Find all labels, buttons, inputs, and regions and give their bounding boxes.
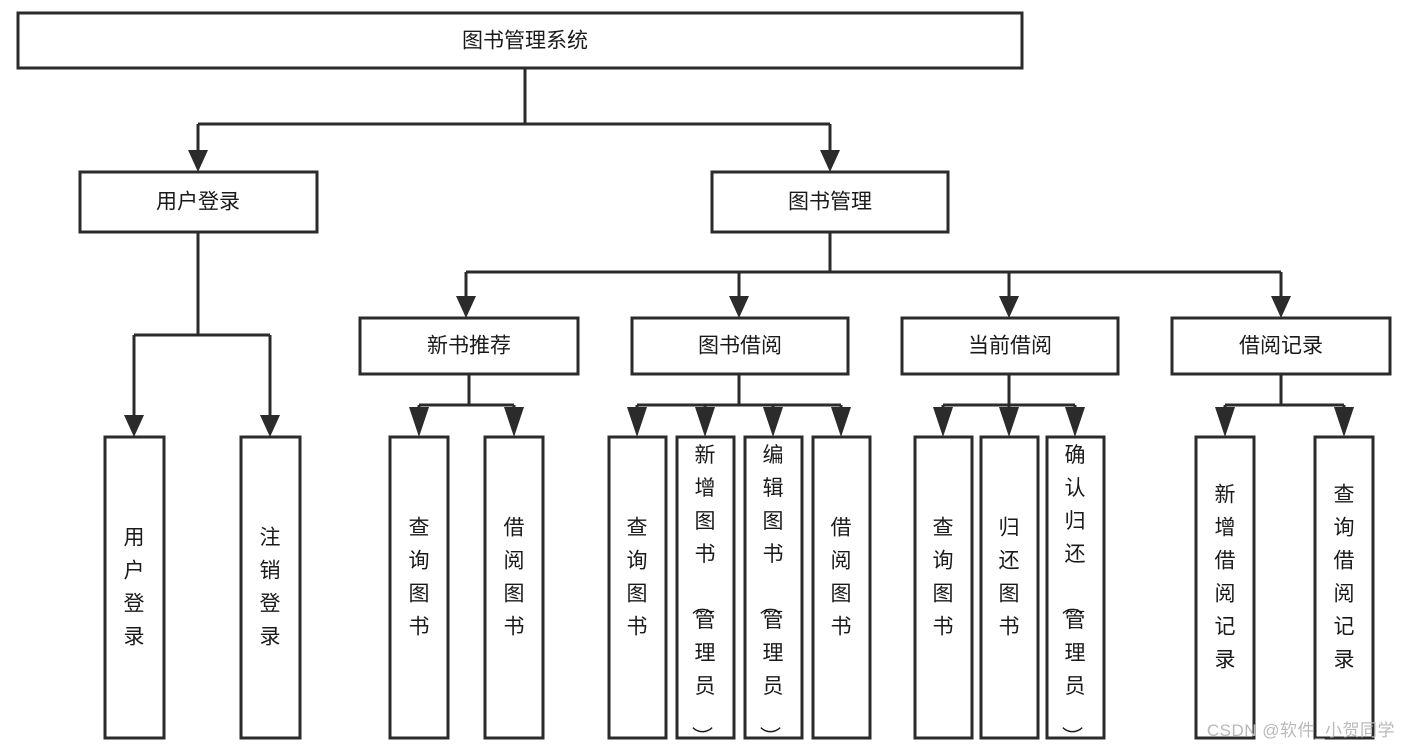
leaf-new-book-borrow-box[interactable]: [483, 435, 545, 740]
arrow-head-user-login-leaf-1: [260, 415, 280, 437]
node-book-manage-label: 图书管理: [788, 191, 872, 214]
arrow-head-borrow-records: [1271, 296, 1291, 318]
arrow-head-user-login: [188, 150, 208, 172]
leaf-node[interactable]: 借阅图书: [811, 435, 872, 740]
node-book-manage[interactable]: 图书管理: [710, 170, 950, 234]
leaf-records-query-label: 查询借阅记录: [1334, 484, 1355, 672]
node-user-login-label: 用户登录: [156, 191, 240, 214]
leaf-logout-label: 注销登录: [260, 527, 281, 649]
node-book-borrow[interactable]: 图书借阅: [630, 316, 850, 376]
arrow-head-user-login-leaf-0: [124, 415, 144, 437]
arrow-head-book-manage: [820, 150, 840, 172]
leaf-current-confirm-return-box[interactable]: [1045, 435, 1106, 740]
leaf-new-book-query-box[interactable]: [388, 435, 450, 740]
arrow-head-current-borrow-leaf-2: [1065, 407, 1085, 437]
node-new-book-recommend-box[interactable]: [358, 316, 580, 376]
leaf-borrow-query-box[interactable]: [607, 435, 668, 740]
connector-group-book-manage: [456, 232, 1291, 318]
leaf-new-book-borrow-label: 借阅图书: [504, 517, 525, 639]
arrow-head-new-book-leaf-1: [504, 407, 524, 437]
leaf-node[interactable]: 归还图书: [979, 435, 1040, 740]
node-root-box[interactable]: [16, 11, 1024, 70]
arrow-head-borrow-records-leaf-1: [1334, 407, 1354, 437]
leaf-current-query-label: 查询图书: [933, 517, 954, 639]
connector-group-borrow-records: [1215, 374, 1354, 437]
leaf-logout-box[interactable]: [239, 435, 302, 740]
arrow-head-new-book-recommend: [456, 296, 476, 318]
leaf-borrow-query-label: 查询图书: [627, 517, 648, 639]
leaf-records-add-box[interactable]: [1194, 435, 1256, 740]
arrow-head-new-book-leaf-0: [409, 407, 429, 437]
arrow-head-book-borrow: [729, 296, 749, 318]
leaf-node[interactable]: 查询借阅记录: [1313, 435, 1375, 740]
leaf-borrow-add-book-label: 新增图书（管理员）: [690, 444, 716, 747]
node-current-borrow-label: 当前借阅: [968, 335, 1052, 358]
leaf-node[interactable]: 查询图书: [913, 435, 974, 740]
leaf-borrow-borrow-book-label: 借阅图书: [831, 517, 852, 639]
arrow-head-current-borrow-leaf-1: [999, 407, 1019, 437]
leaf-current-return-box[interactable]: [979, 435, 1040, 740]
leaf-current-confirm-return-label: 确认归还（管理员）: [1060, 444, 1086, 747]
leaf-records-query-box[interactable]: [1313, 435, 1375, 740]
arrow-head-current-borrow-leaf-0: [933, 407, 953, 437]
leaf-current-return-label: 归还图书: [999, 517, 1020, 639]
node-borrow-records-label: 借阅记录: [1239, 335, 1323, 358]
connector-group-book-borrow: [627, 374, 851, 437]
csdn-watermark: CSDN @软件_小贺同学: [1206, 721, 1395, 740]
node-borrow-records-box[interactable]: [1170, 316, 1392, 376]
leaf-borrow-edit-book-label: 编辑图书（管理员）: [758, 444, 784, 747]
leaf-borrow-add-book-box[interactable]: [675, 435, 736, 740]
connector-group-new-book-recommend: [409, 374, 524, 437]
arrow-head-book-borrow-leaf-0: [627, 407, 647, 437]
node-current-borrow[interactable]: 当前借阅: [900, 316, 1120, 376]
leaf-node[interactable]: 查询图书: [607, 435, 668, 740]
node-current-borrow-box[interactable]: [900, 316, 1120, 376]
node-user-login-box[interactable]: [78, 170, 319, 234]
node-book-manage-box[interactable]: [710, 170, 950, 234]
leaf-borrow-edit-book-box[interactable]: [743, 435, 804, 740]
arrow-head-book-borrow-leaf-3: [831, 407, 851, 437]
leaf-node[interactable]: 编辑图书（管理员）: [743, 435, 804, 747]
arrow-head-book-borrow-leaf-2: [763, 407, 783, 437]
node-borrow-records[interactable]: 借阅记录: [1170, 316, 1392, 376]
leaf-user-login-label: 用户登录: [124, 527, 145, 649]
leaf-current-query-box[interactable]: [913, 435, 974, 740]
leaf-node[interactable]: 用户登录: [103, 435, 166, 740]
arrow-head-borrow-records-leaf-0: [1215, 407, 1235, 437]
leaf-user-login-box[interactable]: [103, 435, 166, 740]
connector-group-root: [188, 68, 840, 172]
node-book-borrow-label: 图书借阅: [698, 335, 782, 358]
node-new-book-recommend-label: 新书推荐: [427, 335, 511, 358]
connector-group-user-login: [124, 232, 280, 437]
leaf-node[interactable]: 新增借阅记录: [1194, 435, 1256, 740]
node-root-label: 图书管理系统: [462, 30, 588, 53]
node-root[interactable]: 图书管理系统: [16, 11, 1024, 70]
leaf-records-add-label: 新增借阅记录: [1215, 484, 1236, 672]
arrow-head-current-borrow: [999, 296, 1019, 318]
leaf-borrow-borrow-book-box[interactable]: [811, 435, 872, 740]
leaf-node[interactable]: 借阅图书: [483, 435, 545, 740]
leaf-node[interactable]: 注销登录: [239, 435, 302, 740]
node-user-login[interactable]: 用户登录: [78, 170, 319, 234]
node-book-borrow-box[interactable]: [630, 316, 850, 376]
leaf-new-book-query-label: 查询图书: [409, 517, 430, 639]
connector-group-current-borrow: [933, 374, 1085, 437]
arrow-head-book-borrow-leaf-1: [695, 407, 715, 437]
leaf-node[interactable]: 新增图书（管理员）: [675, 435, 736, 747]
node-new-book-recommend[interactable]: 新书推荐: [358, 316, 580, 376]
leaf-node[interactable]: 查询图书: [388, 435, 450, 740]
leaf-node[interactable]: 确认归还（管理员）: [1045, 435, 1106, 747]
